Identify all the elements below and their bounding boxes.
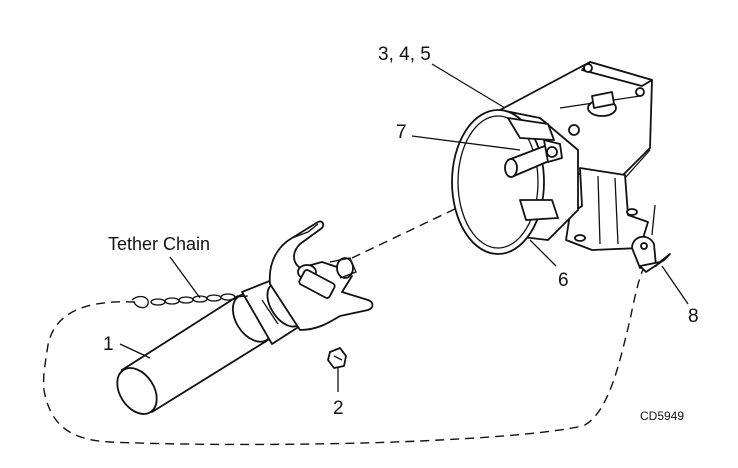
tether-loop-dashed-path — [42, 264, 646, 446]
label-part-8: 8 — [688, 306, 699, 327]
leader-part-7 — [411, 135, 521, 151]
figure-code: CD5949 — [640, 409, 684, 423]
universal-joint-yoke — [268, 220, 374, 331]
mounting-bracket-part-8 — [631, 204, 671, 273]
shield-bell-housing — [451, 109, 579, 255]
label-part-6: 6 — [558, 270, 569, 291]
shear-bolt-part-2 — [327, 347, 347, 369]
leader-part-6 — [529, 239, 557, 267]
label-part-7: 7 — [396, 122, 407, 143]
tether-chain-links — [131, 293, 249, 309]
label-part-2: 2 — [333, 398, 344, 419]
leader-part-1 — [119, 343, 151, 359]
leader-part-8 — [661, 265, 689, 305]
label-parts-3-4-5: 3, 4, 5 — [378, 44, 431, 65]
leader-parts-3-4-5 — [431, 63, 506, 109]
label-part-1: 1 — [103, 334, 114, 355]
label-tether-chain: Tether Chain — [108, 234, 210, 254]
leader-tether-chain — [169, 256, 201, 299]
